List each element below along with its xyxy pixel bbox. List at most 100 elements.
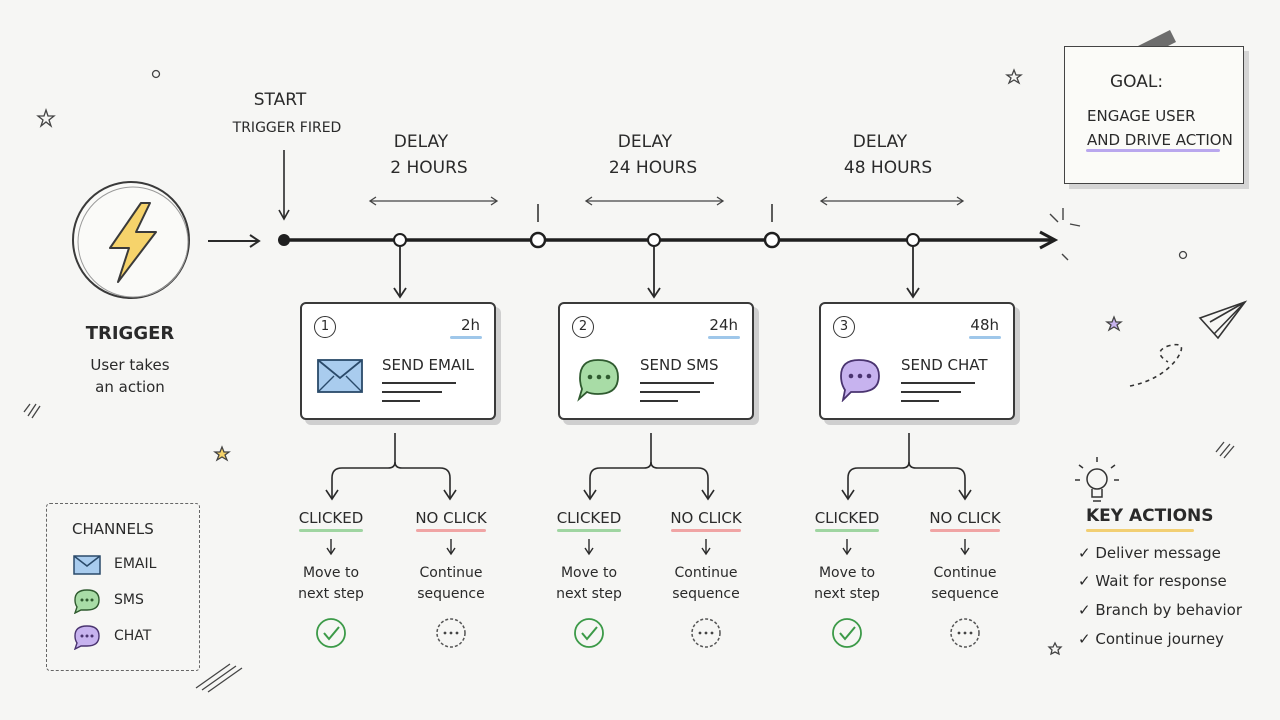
delay-duration-2: 24 HOURS	[608, 158, 698, 178]
key-action-item: ✓ Continue journey	[1078, 630, 1224, 648]
noclick-description-line1: Continue	[419, 565, 483, 581]
clicked-underline	[815, 529, 879, 532]
pending-dots-icon	[950, 618, 980, 648]
trigger-title: TRIGGER	[85, 323, 175, 344]
branch-clicked-label: CLICKED	[298, 509, 364, 527]
pending-dots-icon	[691, 618, 721, 648]
legend-item-chat: CHAT	[114, 628, 152, 644]
clicked-description-line2: next step	[556, 586, 622, 602]
key-action-label: Wait for response	[1095, 572, 1227, 590]
goal-title: GOAL:	[1110, 72, 1164, 92]
start-pointer-arrow	[278, 150, 290, 221]
goal-text: ENGAGE USER AND DRIVE ACTION	[1087, 104, 1237, 152]
delay-brackets	[368, 196, 965, 206]
branch-noclick-label: NO CLICK	[929, 509, 1001, 527]
key-action-item: ✓ Deliver message	[1078, 544, 1221, 562]
checkmark-icon: ✓	[1078, 572, 1096, 590]
start-label: START	[253, 90, 307, 110]
branch-forks	[325, 433, 972, 501]
clicked-description-line1: Move to	[818, 565, 876, 581]
envelope-icon	[73, 555, 101, 575]
text-lines-decoration	[901, 382, 975, 402]
step-time: 24h	[709, 316, 738, 334]
step-title: SEND CHAT	[901, 356, 988, 374]
noclick-description-line1: Continue	[933, 565, 997, 581]
goal-text-line2: AND DRIVE ACTION	[1087, 131, 1233, 149]
goal-text-line1: ENGAGE USER	[1087, 107, 1196, 125]
step-card-chat: 3 48h SEND CHAT	[819, 302, 1015, 420]
check-circle-icon	[832, 618, 862, 648]
step-time-underline	[708, 336, 740, 339]
check-circle-icon	[574, 618, 604, 648]
channels-legend	[46, 503, 200, 671]
legend-item-sms: SMS	[114, 592, 144, 608]
noclick-description: Continue sequence	[401, 563, 501, 605]
legend-item-email: EMAIL	[114, 556, 157, 572]
clicked-description-line1: Move to	[302, 565, 360, 581]
sms-bubble-icon	[577, 359, 619, 402]
step-time-underline	[450, 336, 482, 339]
step-number: 3	[833, 316, 855, 338]
checkmark-icon: ✓	[1078, 544, 1096, 562]
noclick-underline	[416, 529, 486, 532]
decorative-stars	[23, 68, 1235, 693]
branch-clicked-label: CLICKED	[814, 509, 880, 527]
text-lines-decoration	[640, 382, 714, 402]
key-action-label: Branch by behavior	[1095, 601, 1243, 619]
chat-bubble-icon	[73, 625, 100, 650]
delay-duration-1: 2 HOURS	[390, 158, 468, 178]
step-title: SEND EMAIL	[382, 356, 474, 374]
delay-title-2: DELAY	[617, 132, 673, 152]
delay-title-3: DELAY	[852, 132, 908, 152]
step-number: 2	[572, 316, 594, 338]
step-card-sms: 2 24h SEND SMS	[558, 302, 754, 420]
step-time: 48h	[970, 316, 999, 334]
sms-bubble-icon	[73, 589, 100, 614]
check-circle-icon	[316, 618, 346, 648]
trigger-arrow	[208, 234, 261, 248]
goal-note	[1064, 46, 1244, 184]
paper-plane-icon	[1129, 300, 1248, 387]
goal-underline	[1086, 149, 1220, 152]
key-actions-underline	[1086, 529, 1194, 532]
noclick-description-line2: sequence	[417, 586, 485, 602]
step-title: SEND SMS	[640, 356, 719, 374]
clicked-description-line1: Move to	[560, 565, 618, 581]
clicked-description: Move to next step	[281, 563, 381, 605]
branch-result-arrows	[326, 539, 970, 556]
envelope-icon	[317, 359, 363, 393]
clicked-underline	[299, 529, 363, 532]
key-action-label: Deliver message	[1095, 544, 1221, 562]
key-actions-title: KEY ACTIONS	[1086, 506, 1214, 526]
branch-noclick-label: NO CLICK	[415, 509, 487, 527]
key-action-item: ✓ Wait for response	[1078, 572, 1227, 590]
step-card-email: 1 2h SEND EMAIL	[300, 302, 496, 420]
step-down-arrows	[393, 247, 920, 299]
clicked-description: Move to next step	[539, 563, 639, 605]
text-lines-decoration	[382, 382, 456, 402]
trigger-description-line2: an action	[95, 378, 165, 396]
noclick-description-line1: Continue	[674, 565, 738, 581]
noclick-description-line2: sequence	[931, 586, 999, 602]
timeline	[278, 204, 1081, 261]
step-time: 2h	[460, 316, 480, 334]
noclick-description: Continue sequence	[656, 563, 756, 605]
noclick-description-line2: sequence	[672, 586, 740, 602]
branch-noclick-label: NO CLICK	[670, 509, 742, 527]
key-action-item: ✓ Branch by behavior	[1078, 601, 1242, 619]
delay-title-1: DELAY	[393, 132, 449, 152]
noclick-underline	[671, 529, 741, 532]
noclick-description: Continue sequence	[915, 563, 1015, 605]
key-action-label: Continue journey	[1095, 630, 1224, 648]
channels-legend-title: CHANNELS	[72, 520, 154, 538]
noclick-underline	[930, 529, 1000, 532]
clicked-description-line2: next step	[814, 586, 880, 602]
trigger-description: User takes an action	[60, 354, 200, 398]
checkmark-icon: ✓	[1078, 601, 1096, 619]
trigger-description-line1: User takes	[90, 356, 170, 374]
clicked-description: Move to next step	[797, 563, 897, 605]
lightbulb-icon	[1075, 457, 1119, 502]
chat-bubble-icon	[840, 359, 880, 402]
lightning-icon	[109, 202, 157, 283]
branch-clicked-label: CLICKED	[556, 509, 622, 527]
